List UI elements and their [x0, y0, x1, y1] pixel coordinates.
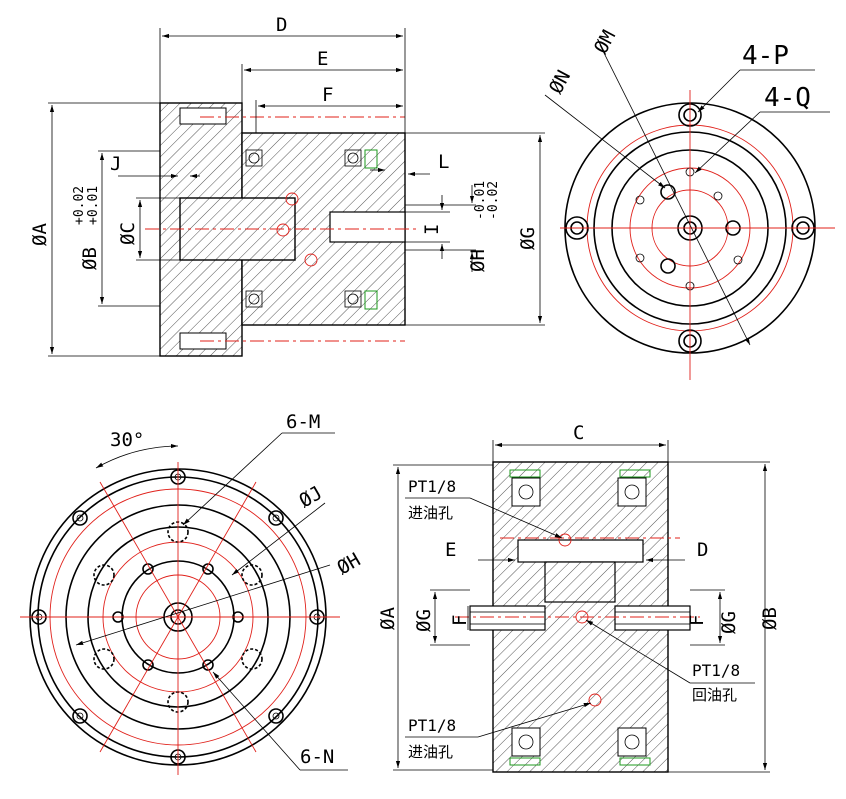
dim-F-left-label: F — [449, 615, 471, 626]
port-top-name-label: 进油孔 — [408, 504, 453, 522]
dim-phiB-section-label: ØB — [759, 607, 781, 630]
dim-F-label: F — [322, 84, 333, 106]
bearing-bottom-left — [245, 290, 263, 308]
dim-4Q-label: 4-Q — [764, 83, 811, 113]
port-bot-name-label: 进油孔 — [408, 743, 453, 761]
port-mid-name-label: 回油孔 — [692, 686, 737, 704]
dim-phiJ-label: ØJ — [296, 482, 327, 512]
dim-phiH-label: ØH — [467, 249, 489, 272]
dim-phiG-right-label: ØG — [718, 611, 740, 634]
dim-phiA-label: ØA — [29, 223, 51, 246]
dim-phiG-label: ØG — [517, 227, 539, 250]
dim-phiG-left-label: ØG — [413, 609, 435, 632]
dim-phiA-section-label: ØA — [377, 607, 399, 630]
dim-6M-label: 6-M — [286, 411, 320, 433]
dim-phiH-bottom-label: ØH — [334, 549, 365, 579]
shaft-bore — [329, 211, 406, 243]
bearing-top-left — [245, 149, 263, 167]
dim-D-label: D — [276, 14, 287, 36]
dim-phiB-label: ØB — [79, 247, 101, 270]
dim-L-label: L — [438, 151, 449, 173]
dim-4P-label: 4-P — [742, 41, 789, 71]
dim-E-label: E — [317, 48, 328, 70]
dim-B-tol-lower: +0.01 — [86, 186, 101, 225]
view-side-section: D E F ØA ØB +0.02 +0.01 ØC J L I — [29, 14, 545, 357]
view-front-top: ØN ØM 4-P 4-Q — [544, 27, 835, 380]
dim-phiC-label: ØC — [117, 222, 139, 245]
dim-E-section-label: E — [445, 539, 456, 561]
dim-C-label: C — [573, 422, 584, 444]
dim-I-label: I — [421, 224, 443, 235]
dim-phiN-label: ØN — [545, 67, 575, 98]
dim-H-tol-upper: -0.01 — [473, 181, 488, 220]
angle-30-label: 30° — [110, 429, 144, 451]
bearing-bottom-right — [344, 290, 362, 308]
port-mid-thread-label: PT1/8 — [692, 661, 740, 680]
dim-D-section-label: D — [697, 539, 708, 561]
right-bore — [614, 605, 691, 631]
dim-B-tol-upper: +0.02 — [72, 186, 87, 225]
port-top-thread-label: PT1/8 — [408, 477, 456, 496]
dim-phiM-label: ØM — [590, 27, 620, 58]
dim-6N-label: 6-N — [300, 746, 334, 768]
view-back-bottom: 30° 6-M ØJ ØH 6-N — [20, 411, 364, 775]
port-bot-thread-label: PT1/8 — [408, 716, 456, 735]
view-section-bottom: C ØA ØB E D ØG F F ØG PT1/8 进油孔 — [377, 422, 781, 773]
dim-H-tol-lower: -0.02 — [486, 181, 501, 220]
dim-J-label: J — [110, 153, 121, 175]
dim-F-right-label: F — [686, 615, 708, 626]
bearing-top-right — [344, 149, 362, 167]
left-bore — [469, 605, 546, 631]
